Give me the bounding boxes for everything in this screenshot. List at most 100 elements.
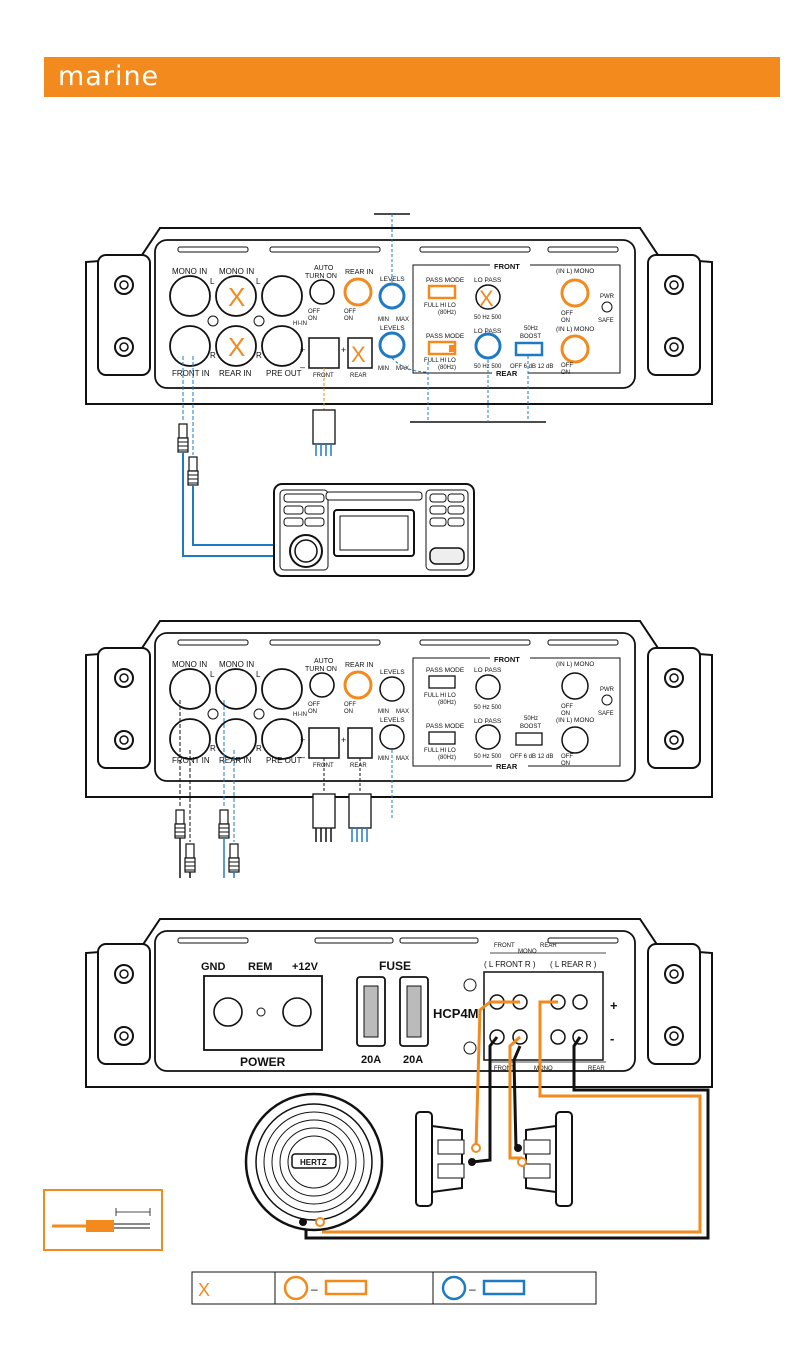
side-speaker-1 [415,1111,481,1207]
auto-turn-on-switch[interactable] [309,279,335,305]
label-off: OFF [308,702,320,708]
label-minus: - [610,1031,614,1046]
label-on: ON [344,316,353,322]
rear-in-switch[interactable] [343,277,373,307]
rear-levels-knob[interactable] [378,331,406,359]
label-pwr: PWR [600,687,615,693]
rear-mono-switch[interactable] [560,334,590,364]
label-l-rear-r: ( L REAR R ) [550,960,597,969]
label-rear: REAR [350,373,367,379]
label-lo-pass: LO PASS [474,328,502,335]
hi-in-front-connector[interactable] [308,727,340,759]
label-inl-mono: (IN L) MONO [556,326,594,333]
label-r: R [210,744,216,753]
label-fuse: FUSE [379,959,411,973]
rear-pass-mode-switch[interactable] [428,731,456,745]
label-minus: – [300,752,305,762]
label-off: OFF [561,311,573,317]
legend-x-mark: X [198,1280,210,1300]
label-80hz: (80Hz) [438,755,456,761]
label-boost-scale: OFF 6 dB 12 dB [510,364,553,370]
gnd-terminal[interactable] [213,997,243,1027]
label-power: POWER [240,1055,286,1069]
label-12v: +12V [292,961,319,973]
label-off: OFF [561,704,573,710]
section-front: FRONT [494,262,520,271]
amp-panel-2: MONO IN MONO IN L L R R FRONT IN REAR IN… [85,620,713,878]
label-mono-b: MONO [534,1066,553,1072]
label-levels: LEVELS [380,669,405,676]
front-lo-pass-knob[interactable] [475,674,501,700]
rear-lo-pass-knob[interactable] [474,332,502,360]
legend-orange-circle [283,1275,309,1301]
label-turn-on: TURN ON [305,666,337,673]
label-off: OFF [344,702,356,708]
hi-in-front-connector[interactable] [308,337,340,369]
marine-head-unit [273,483,475,577]
label-front-mono: FRONT [494,943,515,949]
label-l-front-r: ( L FRONT R ) [484,960,536,969]
label-front-b: FRONT [494,1066,515,1072]
marine-speaker-grille: HERTZ [244,1092,384,1232]
section-rear: REAR [496,762,518,771]
label-off: OFF [561,754,573,760]
label-l: L [210,277,215,286]
rear-in-switch[interactable] [343,670,373,700]
front-lo-pass-knob[interactable] [475,284,501,310]
front-levels-knob[interactable] [379,676,405,702]
header-title: marine [58,61,160,92]
rear-r-plus-terminal[interactable] [572,994,588,1010]
label-r: R [256,351,262,360]
label-pre-out: PRE OUT [266,756,302,765]
rear-l-minus-terminal[interactable] [550,1029,566,1045]
legend-dash: – [311,1282,318,1296]
bass-boost-switch[interactable] [514,341,544,357]
v12-terminal[interactable] [282,997,312,1027]
wire-strip-inset [43,1189,163,1251]
label-levels: LEVELS [380,325,405,332]
rear-mono-switch[interactable] [561,726,589,754]
bass-boost-switch[interactable] [515,732,543,746]
label-auto: AUTO [314,658,334,665]
label-lo-pass: LO PASS [474,718,502,725]
label-boost: BOOST [520,334,541,340]
hi-in-rear-connector[interactable] [347,337,373,369]
label-off: OFF [308,309,320,315]
legend-orange-rect [324,1279,368,1296]
label-off: OFF [561,363,573,369]
label-on: ON [561,318,570,324]
label-plus: + [610,998,618,1013]
label-rear-in: REAR IN [219,756,252,765]
front-pass-mode-switch[interactable] [427,284,457,300]
rem-terminal[interactable] [256,1007,266,1017]
label-l: L [256,277,261,286]
label-pass-mode: PASS MODE [426,277,465,284]
label-rear-b: REAR [588,1066,605,1072]
label-on: ON [308,316,317,322]
label-plus: + [341,345,346,355]
label-rear-in-switch: REAR IN [345,662,373,669]
front-levels-knob[interactable] [378,282,406,310]
label-full-hi-lo: FULL HI LO [424,748,456,754]
rear-levels-knob[interactable] [379,724,405,750]
label-pass-mode: PASS MODE [426,333,465,340]
front-mono-switch[interactable] [561,672,589,700]
label-mono-in-l: MONO IN [172,660,207,669]
front-pass-mode-switch[interactable] [428,675,456,689]
auto-turn-on-switch[interactable] [309,672,335,698]
rear-pass-mode-switch[interactable] [427,340,457,356]
label-80hz: (80Hz) [438,365,456,371]
label-l: L [210,670,215,679]
side-speaker-2 [514,1111,573,1207]
rear-lo-pass-knob[interactable] [475,724,501,750]
label-pass-mode: PASS MODE [426,667,465,674]
label-lo-pass: LO PASS [474,277,502,284]
hi-in-rear-connector[interactable] [347,727,373,759]
label-mono: MONO [518,949,537,955]
label-boost: BOOST [520,724,541,730]
front-mono-switch[interactable] [560,278,590,308]
x-mark: X [351,342,366,367]
label-on: ON [561,761,570,767]
label-boost-scale: OFF 6 dB 12 dB [510,754,553,760]
label-rear-mono: REAR [540,943,557,949]
